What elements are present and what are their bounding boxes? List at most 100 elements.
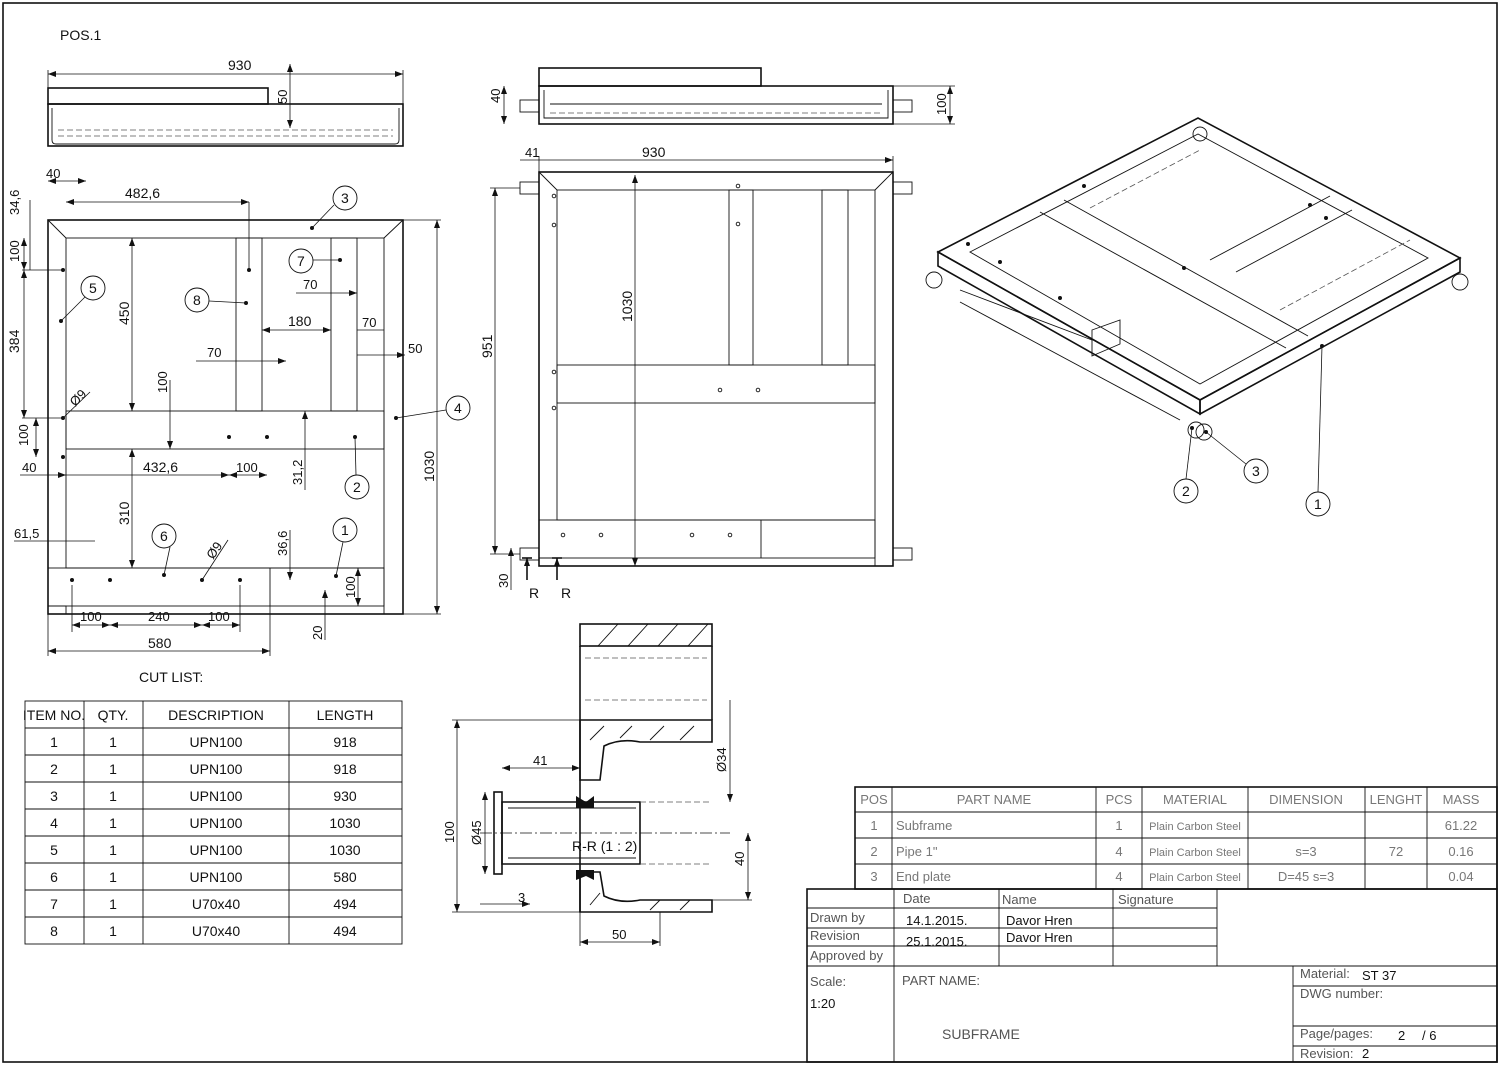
parts-header-pcs: PCS (1106, 792, 1133, 807)
cut-row-2-desc: UPN100 (190, 761, 243, 777)
cut-row-1-qty: 1 (109, 734, 117, 750)
cut-row-6-qty: 1 (109, 869, 117, 885)
dim-70-b: 70 (362, 315, 376, 330)
tb-revision-value: 2 (1362, 1046, 1369, 1061)
tb-name-header: Name (1002, 892, 1037, 907)
svg-text:4: 4 (454, 400, 462, 416)
tb-page-value: 2 (1398, 1028, 1405, 1043)
balloon-6: 6 (151, 523, 177, 576)
dim-70-a: 70 (303, 277, 317, 292)
parts-row-1-name: Subframe (896, 818, 952, 833)
parts-row-2-mass: 0.16 (1448, 844, 1473, 859)
parts-header-name: PART NAME (957, 792, 1032, 807)
dim-310: 310 (116, 501, 132, 525)
parts-header-material: MATERIAL (1163, 792, 1227, 807)
cut-row-1-desc: UPN100 (190, 734, 243, 750)
cut-header-qty: QTY. (98, 707, 129, 723)
tb-scale-value: 1:20 (810, 996, 835, 1011)
tb-part-name-label: PART NAME: (902, 973, 980, 988)
iso-balloon-2: 2 (1173, 426, 1199, 504)
dim-20: 20 (310, 626, 325, 640)
tb-part-name-value: SUBFRAME (942, 1026, 1020, 1042)
cut-row-8-qty: 1 (109, 923, 117, 939)
dim-100-c: 100 (16, 424, 31, 446)
svg-text:2: 2 (1182, 483, 1190, 499)
sec-dim-41: 41 (533, 753, 547, 768)
side-dim-30: 30 (496, 574, 511, 588)
parts-header-mass: MASS (1443, 792, 1480, 807)
cut-list: CUT LIST: ITEM NO. QTY. DESCRIPTION LENG… (23, 669, 403, 945)
dim-dia9-a: Ø9 (67, 386, 90, 409)
sec-dim-40: 40 (732, 852, 747, 866)
dim-34-6: 34,6 (7, 190, 22, 215)
tb-signature-header: Signature (1118, 892, 1174, 907)
dim-50: 50 (408, 341, 422, 356)
cut-row-3-desc: UPN100 (190, 788, 243, 804)
title-block: Date Name Signature Drawn by 14.1.2015. … (806, 888, 1498, 1063)
parts-row-2-dimension: s=3 (1295, 844, 1316, 859)
dim-432-6: 432,6 (143, 459, 178, 475)
balloon-5: 5 (60, 275, 106, 322)
cut-row-5-qty: 1 (109, 842, 117, 858)
sec-dim-3: 3 (518, 890, 525, 905)
tb-date-header: Date (903, 891, 930, 906)
dim-100-e: 100 (343, 576, 358, 598)
cut-row-2-item: 2 (50, 761, 58, 777)
pos-title: POS.1 (60, 27, 101, 43)
cut-row-4-length: 1030 (329, 815, 360, 831)
parts-row-2-length: 72 (1389, 844, 1403, 859)
cut-row-4-item: 4 (50, 815, 58, 831)
svg-text:2: 2 (353, 479, 361, 495)
sec-dim-dia34: Ø34 (714, 747, 729, 772)
dim-70-c: 70 (207, 345, 221, 360)
cut-row-5-length: 1030 (329, 842, 360, 858)
side-dim-951: 951 (479, 334, 495, 358)
tb-approved-by: Approved by (810, 948, 883, 963)
balloon-3: 3 (311, 185, 358, 229)
balloon-1: 1 (332, 517, 358, 577)
cut-row-1-length: 918 (333, 734, 357, 750)
parts-row-2-pcs: 4 (1115, 844, 1122, 859)
parts-row-3-pos: 3 (870, 869, 877, 884)
cut-row-7-qty: 1 (109, 896, 117, 912)
svg-text:1: 1 (341, 522, 349, 538)
dim-50-top: 50 (275, 90, 290, 104)
dim-930-top: 930 (228, 57, 252, 73)
iso-balloon-3: 3 (1204, 430, 1269, 484)
dim-40: 40 (46, 166, 60, 181)
cut-row-7-item: 7 (50, 896, 58, 912)
cut-row-7-desc: U70x40 (192, 896, 240, 912)
cut-row-1-item: 1 (50, 734, 58, 750)
cut-row-6-item: 6 (50, 869, 58, 885)
tb-material-label: Material: (1300, 966, 1350, 981)
tb-revision-date: 25.1.2015. (906, 934, 967, 949)
parts-row-3-material: Plain Carbon Steel (1149, 872, 1241, 884)
section-mark-r2: R (561, 585, 571, 601)
side-dim-930: 930 (642, 144, 666, 160)
side-dim-40: 40 (488, 89, 503, 103)
svg-text:7: 7 (297, 253, 305, 269)
dim-40-b: 40 (22, 460, 36, 475)
tb-dwg-label: DWG number: (1300, 986, 1383, 1001)
tb-pages-label: Page/pages: (1300, 1026, 1373, 1041)
sec-dim-dia45: Ø45 (469, 820, 484, 845)
dim-100-d: 100 (236, 460, 258, 475)
cut-row-6-length: 580 (333, 869, 357, 885)
svg-text:6: 6 (160, 528, 168, 544)
svg-text:3: 3 (341, 190, 349, 206)
dim-450: 450 (116, 301, 132, 325)
tb-scale-label: Scale: (810, 974, 846, 989)
balloon-8: 8 (184, 287, 247, 313)
tb-revision-label: Revision: (1300, 1046, 1353, 1061)
cut-row-8-desc: U70x40 (192, 923, 240, 939)
dim-31-2: 31,2 (290, 460, 305, 485)
dim-180: 180 (288, 313, 312, 329)
cut-row-2-qty: 1 (109, 761, 117, 777)
dim-61-5: 61,5 (14, 526, 39, 541)
cut-row-4-qty: 1 (109, 815, 117, 831)
front-view: 40 482,6 34,6 100 384 450 70 180 70 70 5… (6, 166, 471, 656)
balloon-4: 4 (395, 395, 471, 421)
cut-row-6-desc: UPN100 (190, 869, 243, 885)
